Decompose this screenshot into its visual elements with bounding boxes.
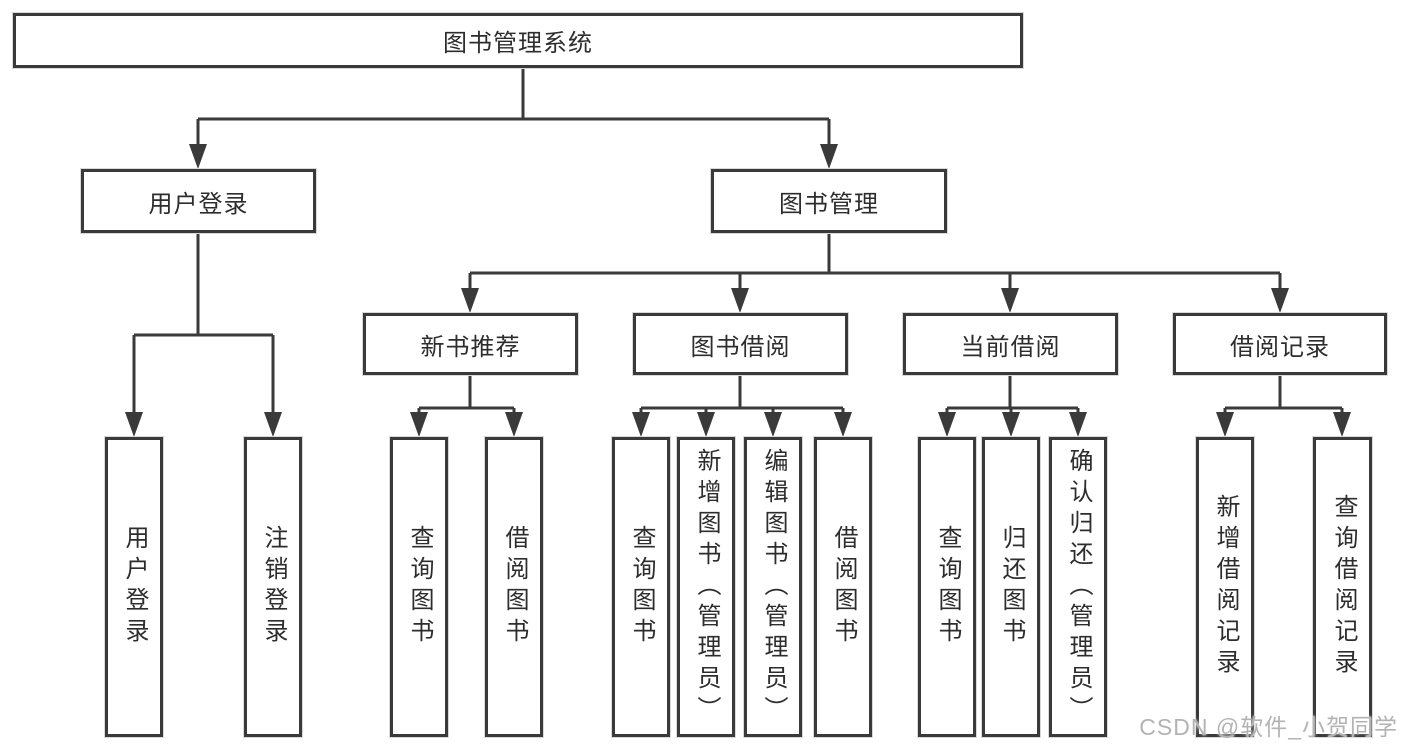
node-book-borrowing: 图书借阅 xyxy=(633,313,848,375)
leaf-borrowing-borrow-books: 借阅图书 xyxy=(814,437,872,737)
leaf-current-confirm-return-admin: 确认归还（管理员） xyxy=(1049,437,1107,737)
node-borrowing-records: 借阅记录 xyxy=(1173,313,1387,375)
arrowhead-icons xyxy=(125,144,1351,437)
leaf-current-query-books: 查询图书 xyxy=(918,437,976,737)
leaf-borrowing-add-books-admin: 新增图书（管理员） xyxy=(677,437,735,737)
leaf-current-return-books: 归还图书 xyxy=(982,437,1040,737)
node-library-management-system: 图书管理系统 xyxy=(13,13,1023,68)
leaf-records-add-borrow-record: 新增借阅记录 xyxy=(1196,437,1254,737)
leaf-newbook-borrow-books: 借阅图书 xyxy=(485,437,543,737)
node-current-borrowing: 当前借阅 xyxy=(903,313,1118,375)
leaf-newbook-query-books: 查询图书 xyxy=(390,437,448,737)
leaf-logout: 注销登录 xyxy=(244,437,302,737)
csdn-watermark: CSDN @软件_小贺同学 xyxy=(1139,714,1398,740)
node-book-management: 图书管理 xyxy=(711,169,947,233)
leaf-records-query-borrow-record: 查询借阅记录 xyxy=(1313,437,1372,737)
leaf-borrowing-query-books: 查询图书 xyxy=(612,437,670,737)
leaf-user-login: 用户登录 xyxy=(105,437,163,737)
leaf-borrowing-edit-books-admin: 编辑图书（管理员） xyxy=(744,437,802,737)
node-user-login: 用户登录 xyxy=(81,169,316,233)
node-new-book-recommendation: 新书推荐 xyxy=(363,313,578,375)
